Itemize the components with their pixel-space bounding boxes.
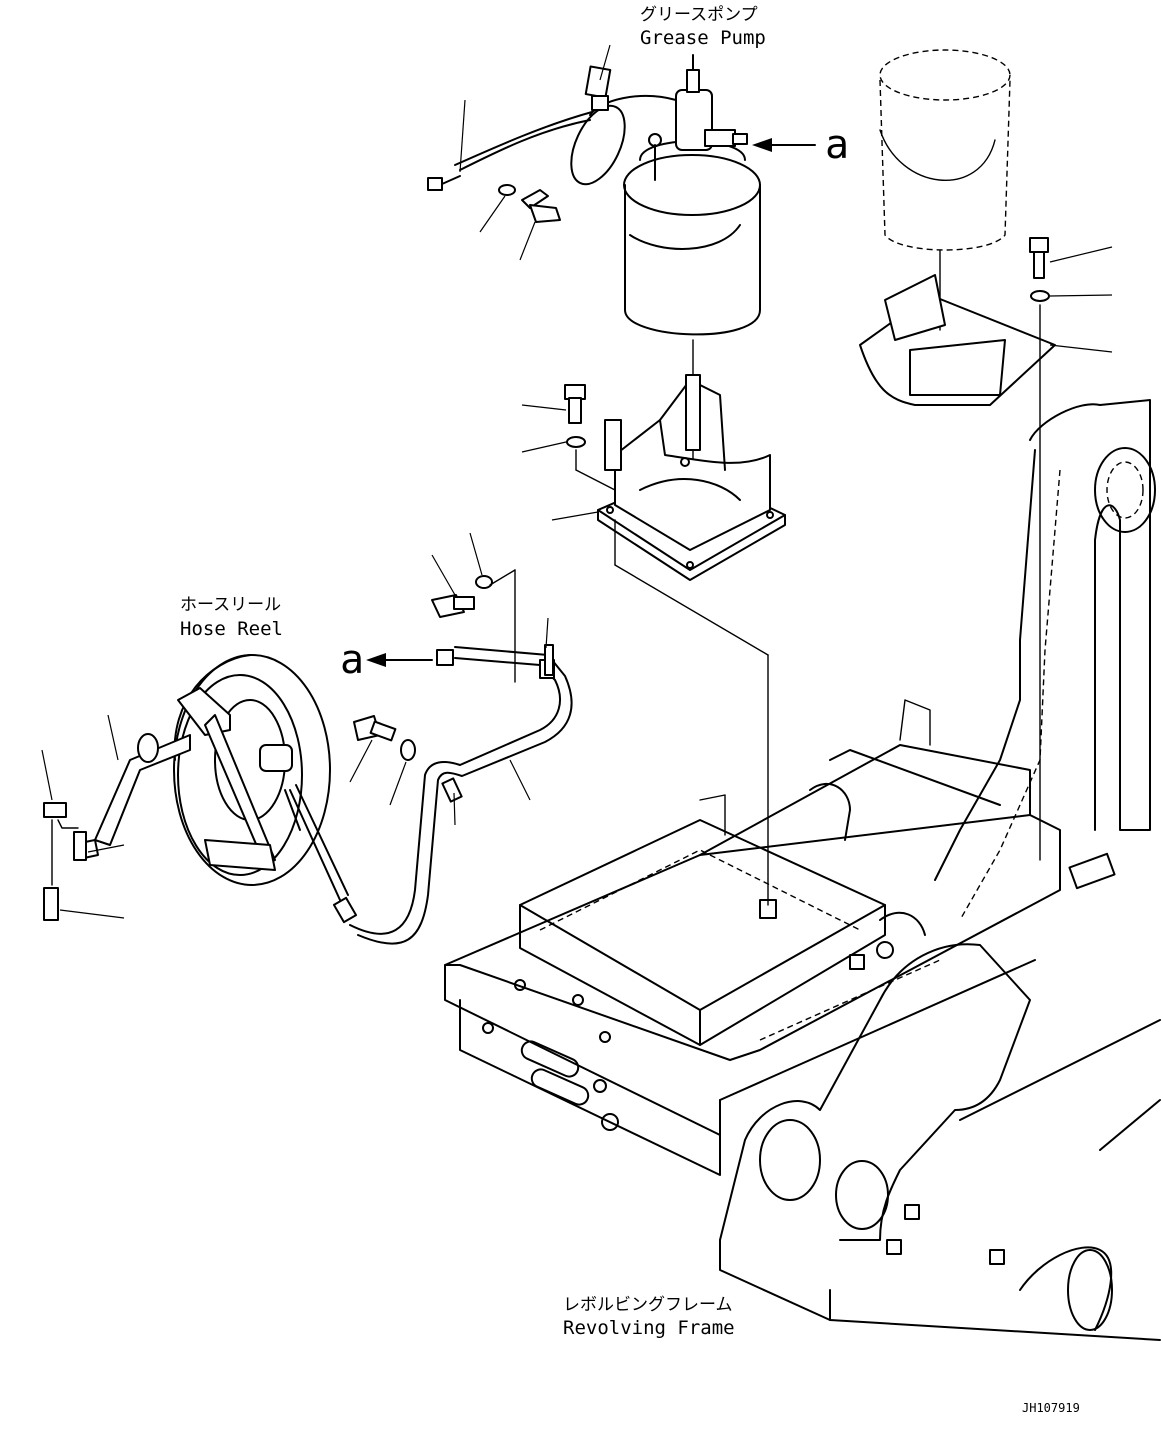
hose-reel-label-jp: ホースリール bbox=[180, 595, 281, 615]
revolving-frame-label-jp: レボルビングフレーム bbox=[563, 1295, 733, 1315]
revolving-frame bbox=[444, 399, 1161, 1341]
hose-reel-label-en: Hose Reel bbox=[180, 618, 283, 640]
drawing-code: JH107919 bbox=[1022, 1401, 1080, 1415]
grease-pump-label-jp: グリースポンプ bbox=[640, 5, 758, 25]
pump-stand bbox=[521, 374, 786, 906]
grease-hose bbox=[289, 532, 573, 945]
connection-arrow-top: a bbox=[752, 122, 849, 168]
grease-pump bbox=[427, 44, 761, 496]
connection-arrow-left: a bbox=[340, 637, 433, 683]
connection-mark-left: a bbox=[340, 637, 364, 683]
hose-reel bbox=[41, 654, 331, 921]
grease-pump-label-en: Grease Pump bbox=[640, 27, 766, 49]
connection-mark-top: a bbox=[825, 122, 849, 168]
grease-bucket bbox=[859, 49, 1113, 861]
revolving-frame-label-en: Revolving Frame bbox=[563, 1317, 735, 1339]
